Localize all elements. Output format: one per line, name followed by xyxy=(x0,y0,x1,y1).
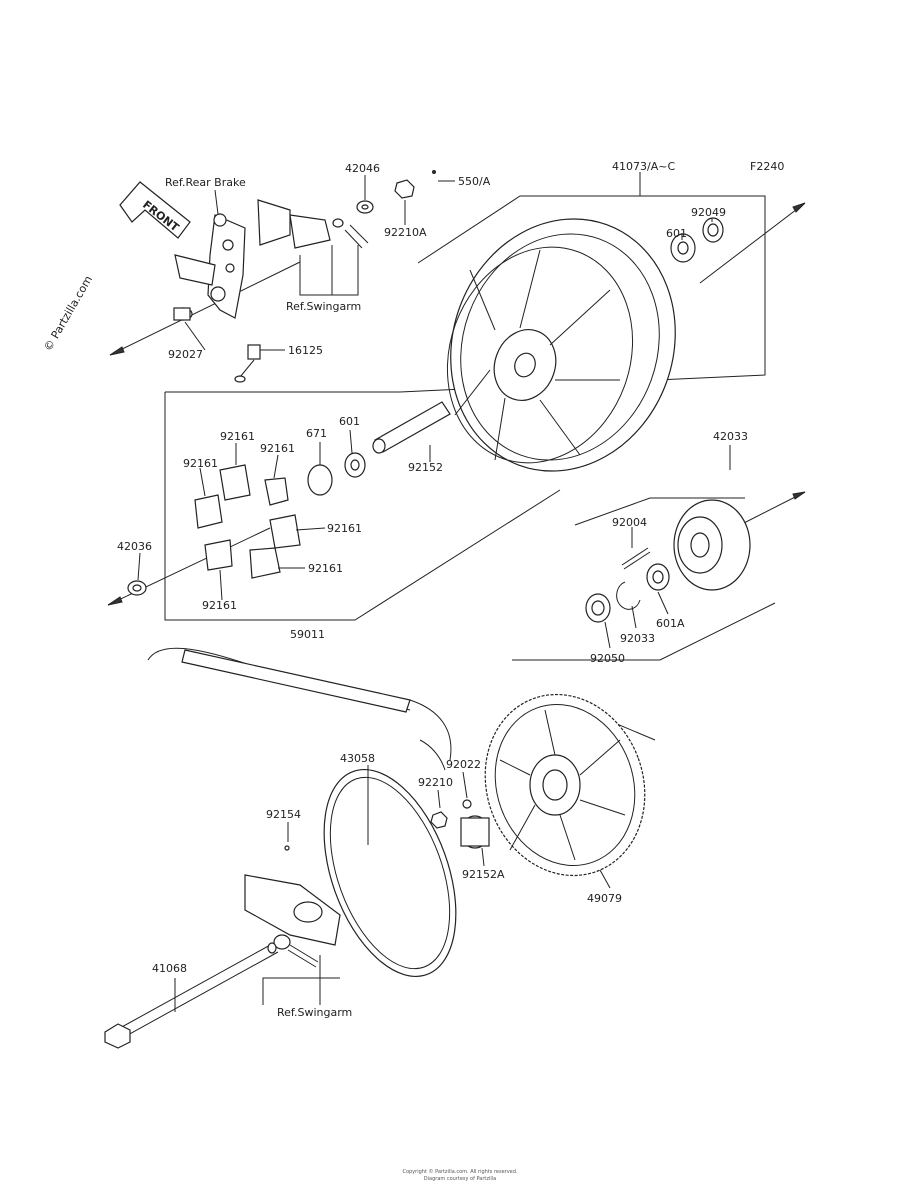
hub-flange xyxy=(585,499,751,623)
label-550a: 550/A xyxy=(458,175,491,188)
label-92161-e: 92161 xyxy=(308,562,343,575)
label-92210a: 92210A xyxy=(384,226,427,239)
label-92161-f: 92161 xyxy=(202,599,237,612)
label-92033: 92033 xyxy=(620,632,655,645)
leader-lines xyxy=(137,172,731,1012)
coupler-dampers xyxy=(127,401,451,596)
rear-sprocket xyxy=(430,693,646,877)
label-41068: 41068 xyxy=(152,962,187,975)
label-601-mid: 601 xyxy=(339,415,360,428)
label-59011: 59011 xyxy=(290,628,325,641)
label-42036: 42036 xyxy=(117,540,152,553)
label-ref-swingarm-bottom: Ref.Swingarm xyxy=(277,1006,352,1019)
sprocket-guard-ring xyxy=(284,768,457,978)
label-92049: 92049 xyxy=(691,206,726,219)
label-ref-swingarm-top: Ref.Swingarm xyxy=(286,300,361,313)
label-92161-d: 92161 xyxy=(327,522,362,535)
label-92154: 92154 xyxy=(266,808,301,821)
label-42033: 42033 xyxy=(713,430,748,443)
label-92152a: 92152A xyxy=(462,868,505,881)
label-92050: 92050 xyxy=(590,652,625,665)
valve-stem xyxy=(234,344,261,383)
label-ref-rear-brake: Ref.Rear Brake xyxy=(165,176,246,189)
rear-wheel xyxy=(446,217,724,472)
label-92161-c: 92161 xyxy=(183,457,218,470)
label-42046: 42046 xyxy=(345,162,380,175)
front-arrow-badge: FRONT xyxy=(119,181,191,239)
footer-copyright: Copyright © Partzilla.com. All rights re… xyxy=(402,1168,517,1175)
label-92004: 92004 xyxy=(612,516,647,529)
axle-assembly xyxy=(104,874,341,1049)
label-16125: 16125 xyxy=(288,344,323,357)
label-49079: 49079 xyxy=(587,892,622,905)
label-92022: 92022 xyxy=(446,758,481,771)
label-92210: 92210 xyxy=(418,776,453,789)
partzilla-watermark: © Partzilla.com xyxy=(41,273,95,353)
label-92152: 92152 xyxy=(408,461,443,474)
drive-belt xyxy=(147,647,452,771)
label-671: 671 xyxy=(306,427,327,440)
label-92161-b: 92161 xyxy=(260,442,295,455)
label-43058: 43058 xyxy=(340,752,375,765)
axle-washer-nut xyxy=(356,170,436,214)
brake-bracket xyxy=(173,199,369,321)
label-92027: 92027 xyxy=(168,348,203,361)
label-601a: 601A xyxy=(656,617,685,630)
label-41073: 41073/A~C xyxy=(612,160,675,173)
label-92161-a: 92161 xyxy=(220,430,255,443)
footer-credit: Diagram courtesy of Partzilla xyxy=(424,1176,496,1182)
figure-code: F2240 xyxy=(750,160,784,173)
label-601-top: 601 xyxy=(666,227,687,240)
part-labels: F2240 42046 550/A 41073/A~C 92049 601 92… xyxy=(117,160,784,1019)
